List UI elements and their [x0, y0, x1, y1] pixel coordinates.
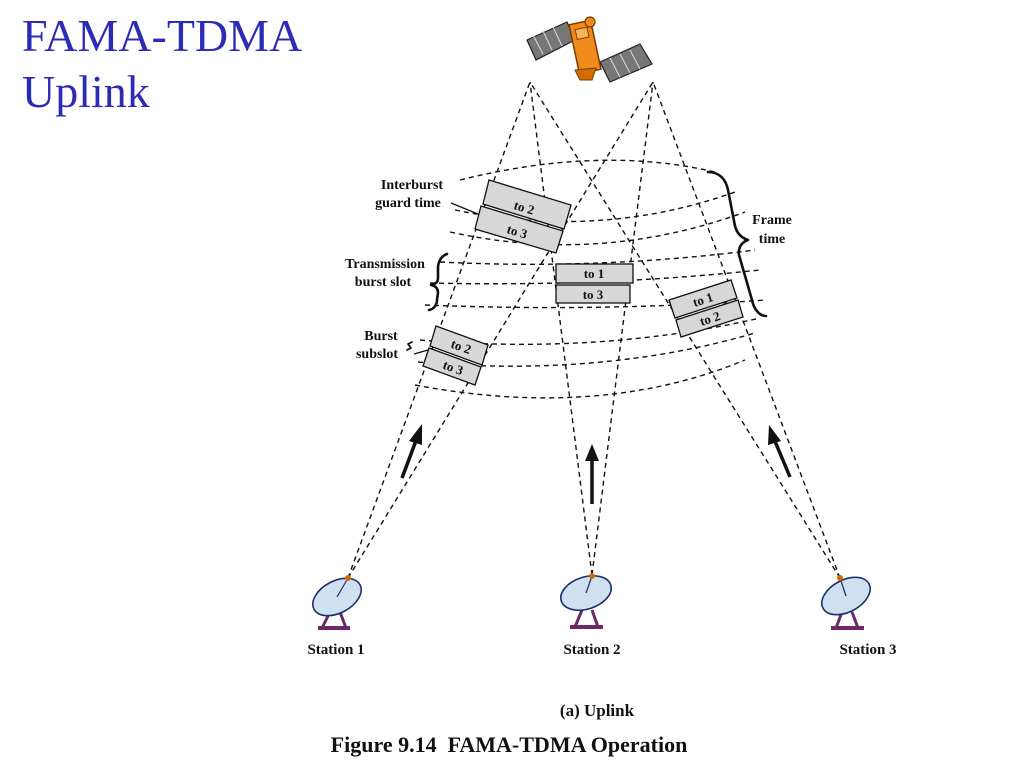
frame-label-line1: Frame [752, 213, 792, 228]
burst-subslot-brace [406, 341, 413, 351]
satellite-icon [526, 16, 653, 83]
slot-label: to 3 [441, 357, 466, 378]
dashed-beams [347, 81, 841, 579]
slot-label: to 3 [583, 287, 604, 302]
slot-label: to 1 [584, 266, 605, 281]
slot-label: to 2 [698, 308, 722, 329]
frame-time-brace [706, 170, 768, 318]
slot-label: to 2 [512, 197, 536, 217]
interburst-leader [450, 202, 479, 215]
slot-label: to 3 [505, 221, 530, 242]
burst-slot-station-1-lower: to 2 to 3 [422, 325, 489, 386]
uplink-arrow-icon [585, 444, 599, 504]
dish-antenna-icon [559, 573, 613, 629]
slot-label: to 1 [691, 289, 715, 310]
title-line-1: FAMA-TDMA [22, 10, 303, 61]
slide-title: FAMA-TDMA Uplink [22, 8, 302, 120]
subslot-leader [413, 349, 429, 355]
uplink-arrow-icon [400, 424, 422, 479]
burst-slot-station-3: to 1 to 2 [668, 279, 744, 338]
subcaption: (a) Uplink [560, 701, 635, 720]
interburst-label-line2: guard time [375, 196, 441, 211]
transmission-slot-brace [427, 252, 449, 312]
transmission-label-line2: burst slot [355, 275, 412, 290]
uplink-arrow-icon [768, 425, 792, 478]
transmission-label-line1: Transmission [345, 257, 425, 272]
burst-slot-station-2: to 1 to 3 [555, 263, 634, 304]
burst-slot-station-1-upper: to 2 to 3 [474, 179, 572, 254]
dish-antenna-icon [821, 575, 871, 630]
burst-label-line1: Burst [364, 329, 398, 344]
frame-label-line2: time [759, 232, 785, 247]
station-1-label: Station 1 [307, 642, 364, 658]
station-3-label: Station 3 [839, 642, 896, 658]
interburst-label-line1: Interburst [381, 178, 444, 193]
dish-antenna-icon [312, 575, 362, 630]
station-2-label: Station 2 [563, 642, 620, 658]
title-line-2: Uplink [22, 66, 150, 117]
figure-caption: Figure 9.14 FAMA-TDMA Operation [331, 732, 688, 757]
burst-label-line2: subslot [356, 347, 398, 362]
slot-label: to 2 [449, 336, 473, 357]
